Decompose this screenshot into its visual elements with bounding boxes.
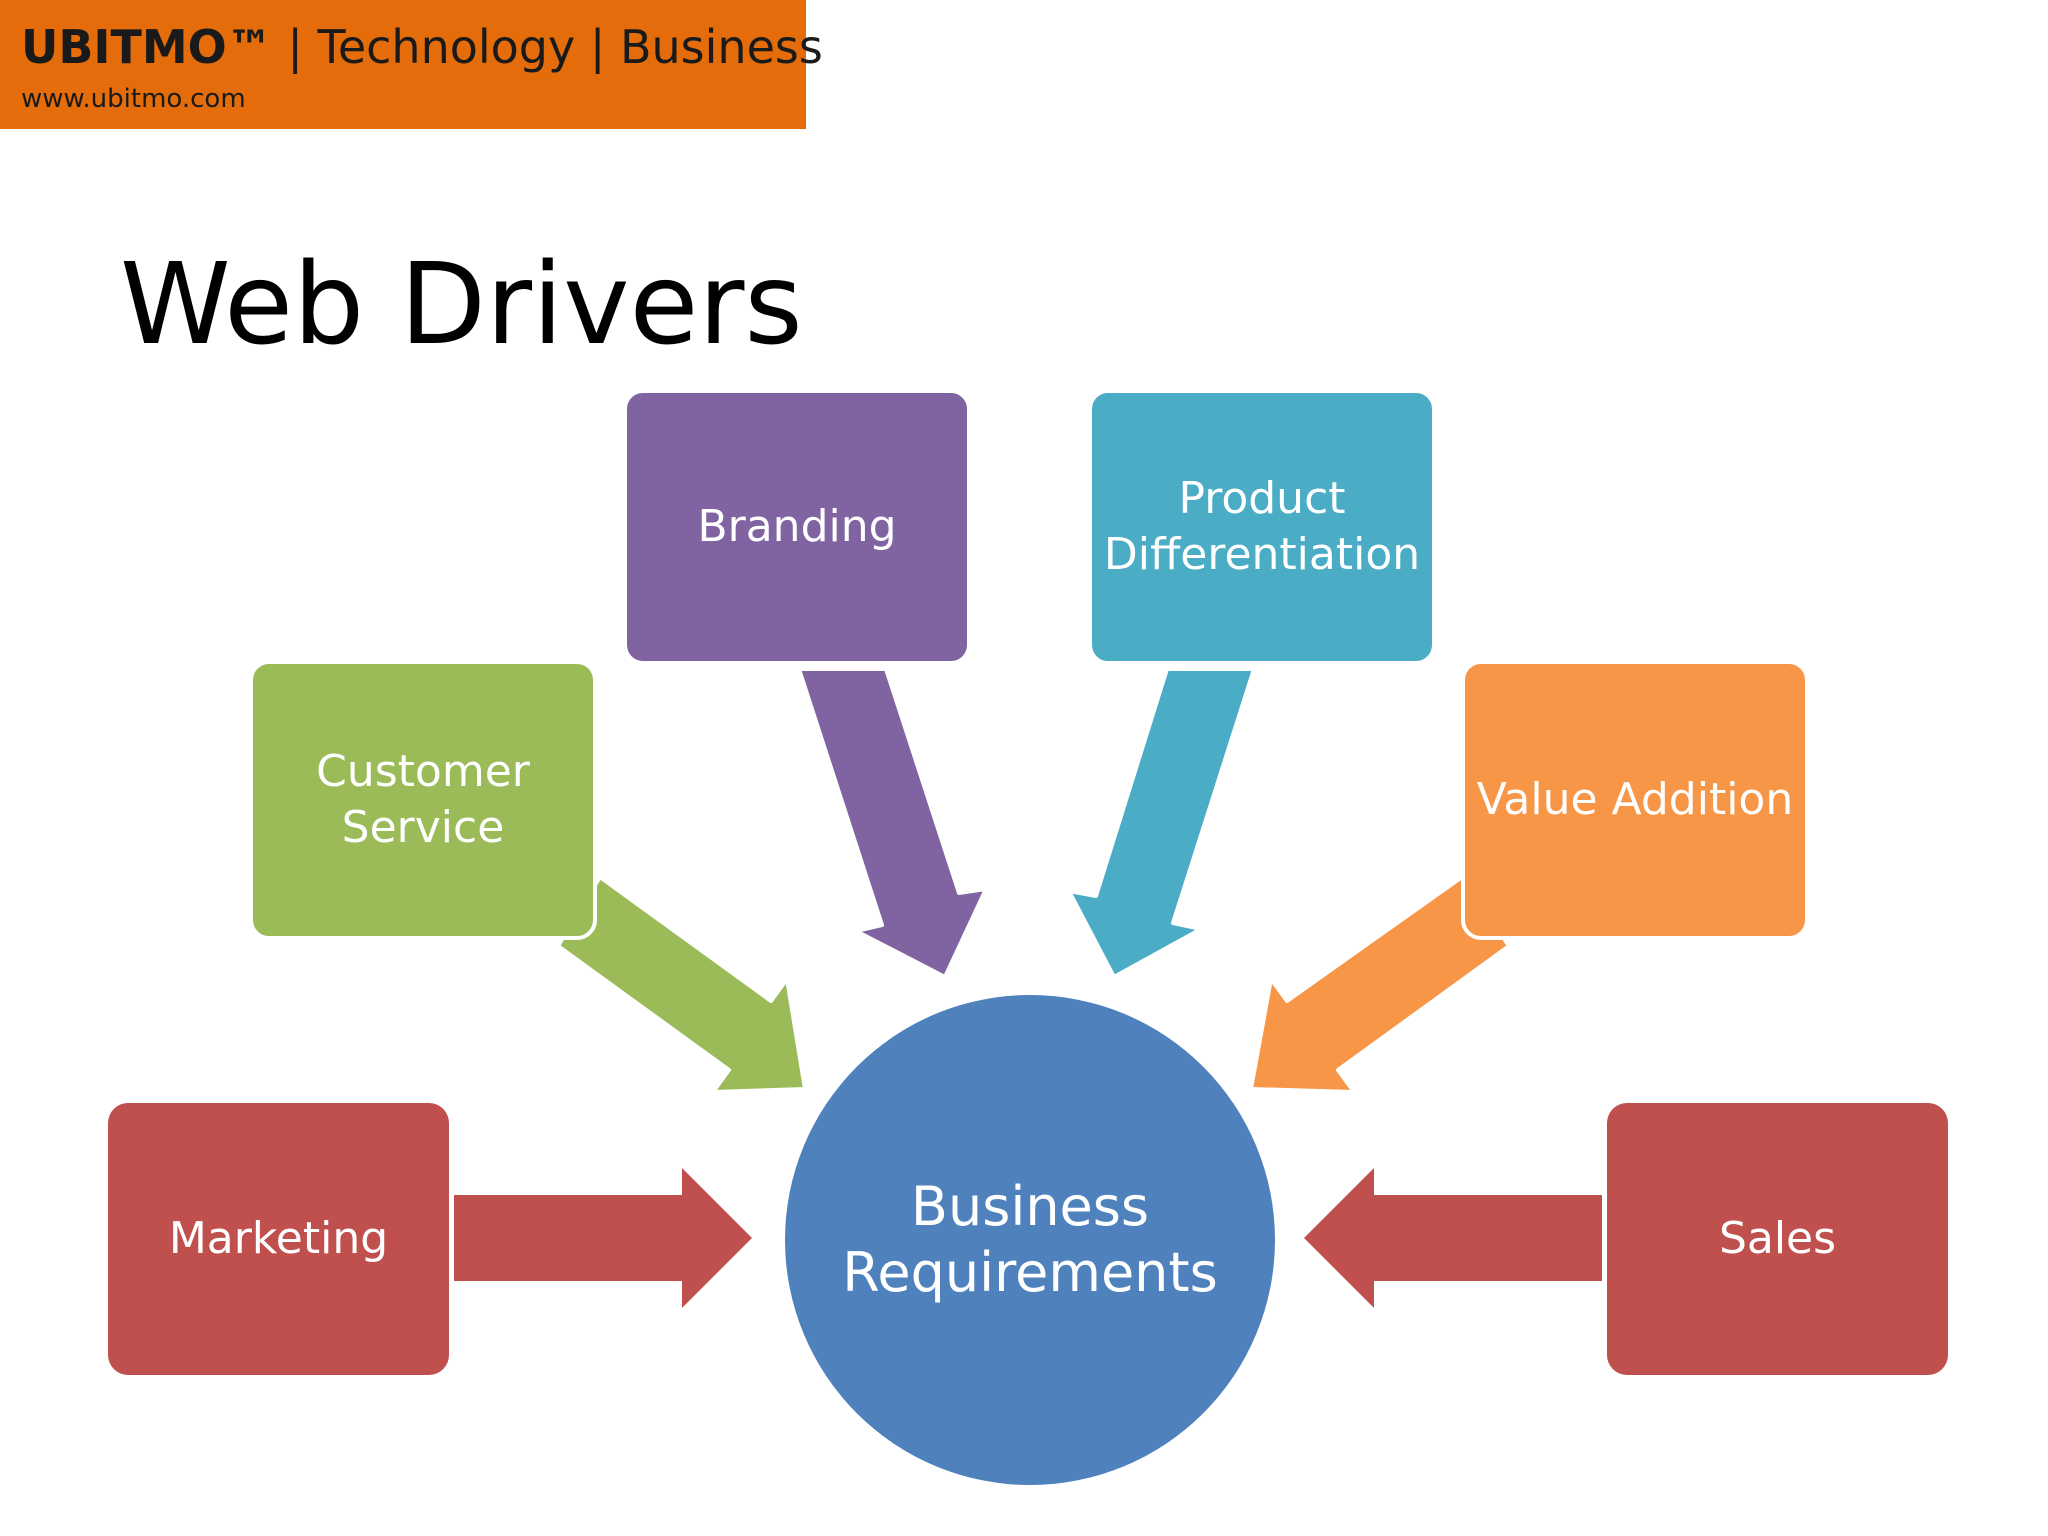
hub-business-requirements: Business Requirements <box>785 995 1275 1485</box>
driver-customer-service: Customer Service <box>249 660 597 940</box>
driver-branding: Branding <box>623 389 971 665</box>
arrow-value-addition <box>1249 875 1511 1094</box>
arrow-sales <box>1304 1168 1602 1308</box>
driver-product-differentiation: Product Differentiation <box>1088 389 1436 665</box>
arrow-product-differentiation <box>1067 667 1256 979</box>
header-tagline-technology: Technology <box>317 20 576 74</box>
header-banner: UBITMO™ | Technology | Business www.ubit… <box>0 0 823 129</box>
arrow-customer-service <box>556 875 807 1094</box>
brand-name: UBITMO™ <box>21 20 273 74</box>
header-separator: | <box>589 20 606 74</box>
header-title: UBITMO™ | Technology | Business <box>21 20 823 74</box>
driver-marketing: Marketing <box>108 1103 449 1375</box>
arrow-branding <box>797 667 988 979</box>
arrow-marketing <box>454 1168 752 1308</box>
driver-sales: Sales <box>1607 1103 1948 1375</box>
website-url: www.ubitmo.com <box>21 84 246 114</box>
header-separator: | <box>287 20 303 74</box>
driver-value-addition: Value Addition <box>1461 660 1809 940</box>
slide-title: Web Drivers <box>120 240 803 370</box>
header-tagline-business: Business <box>619 20 823 74</box>
